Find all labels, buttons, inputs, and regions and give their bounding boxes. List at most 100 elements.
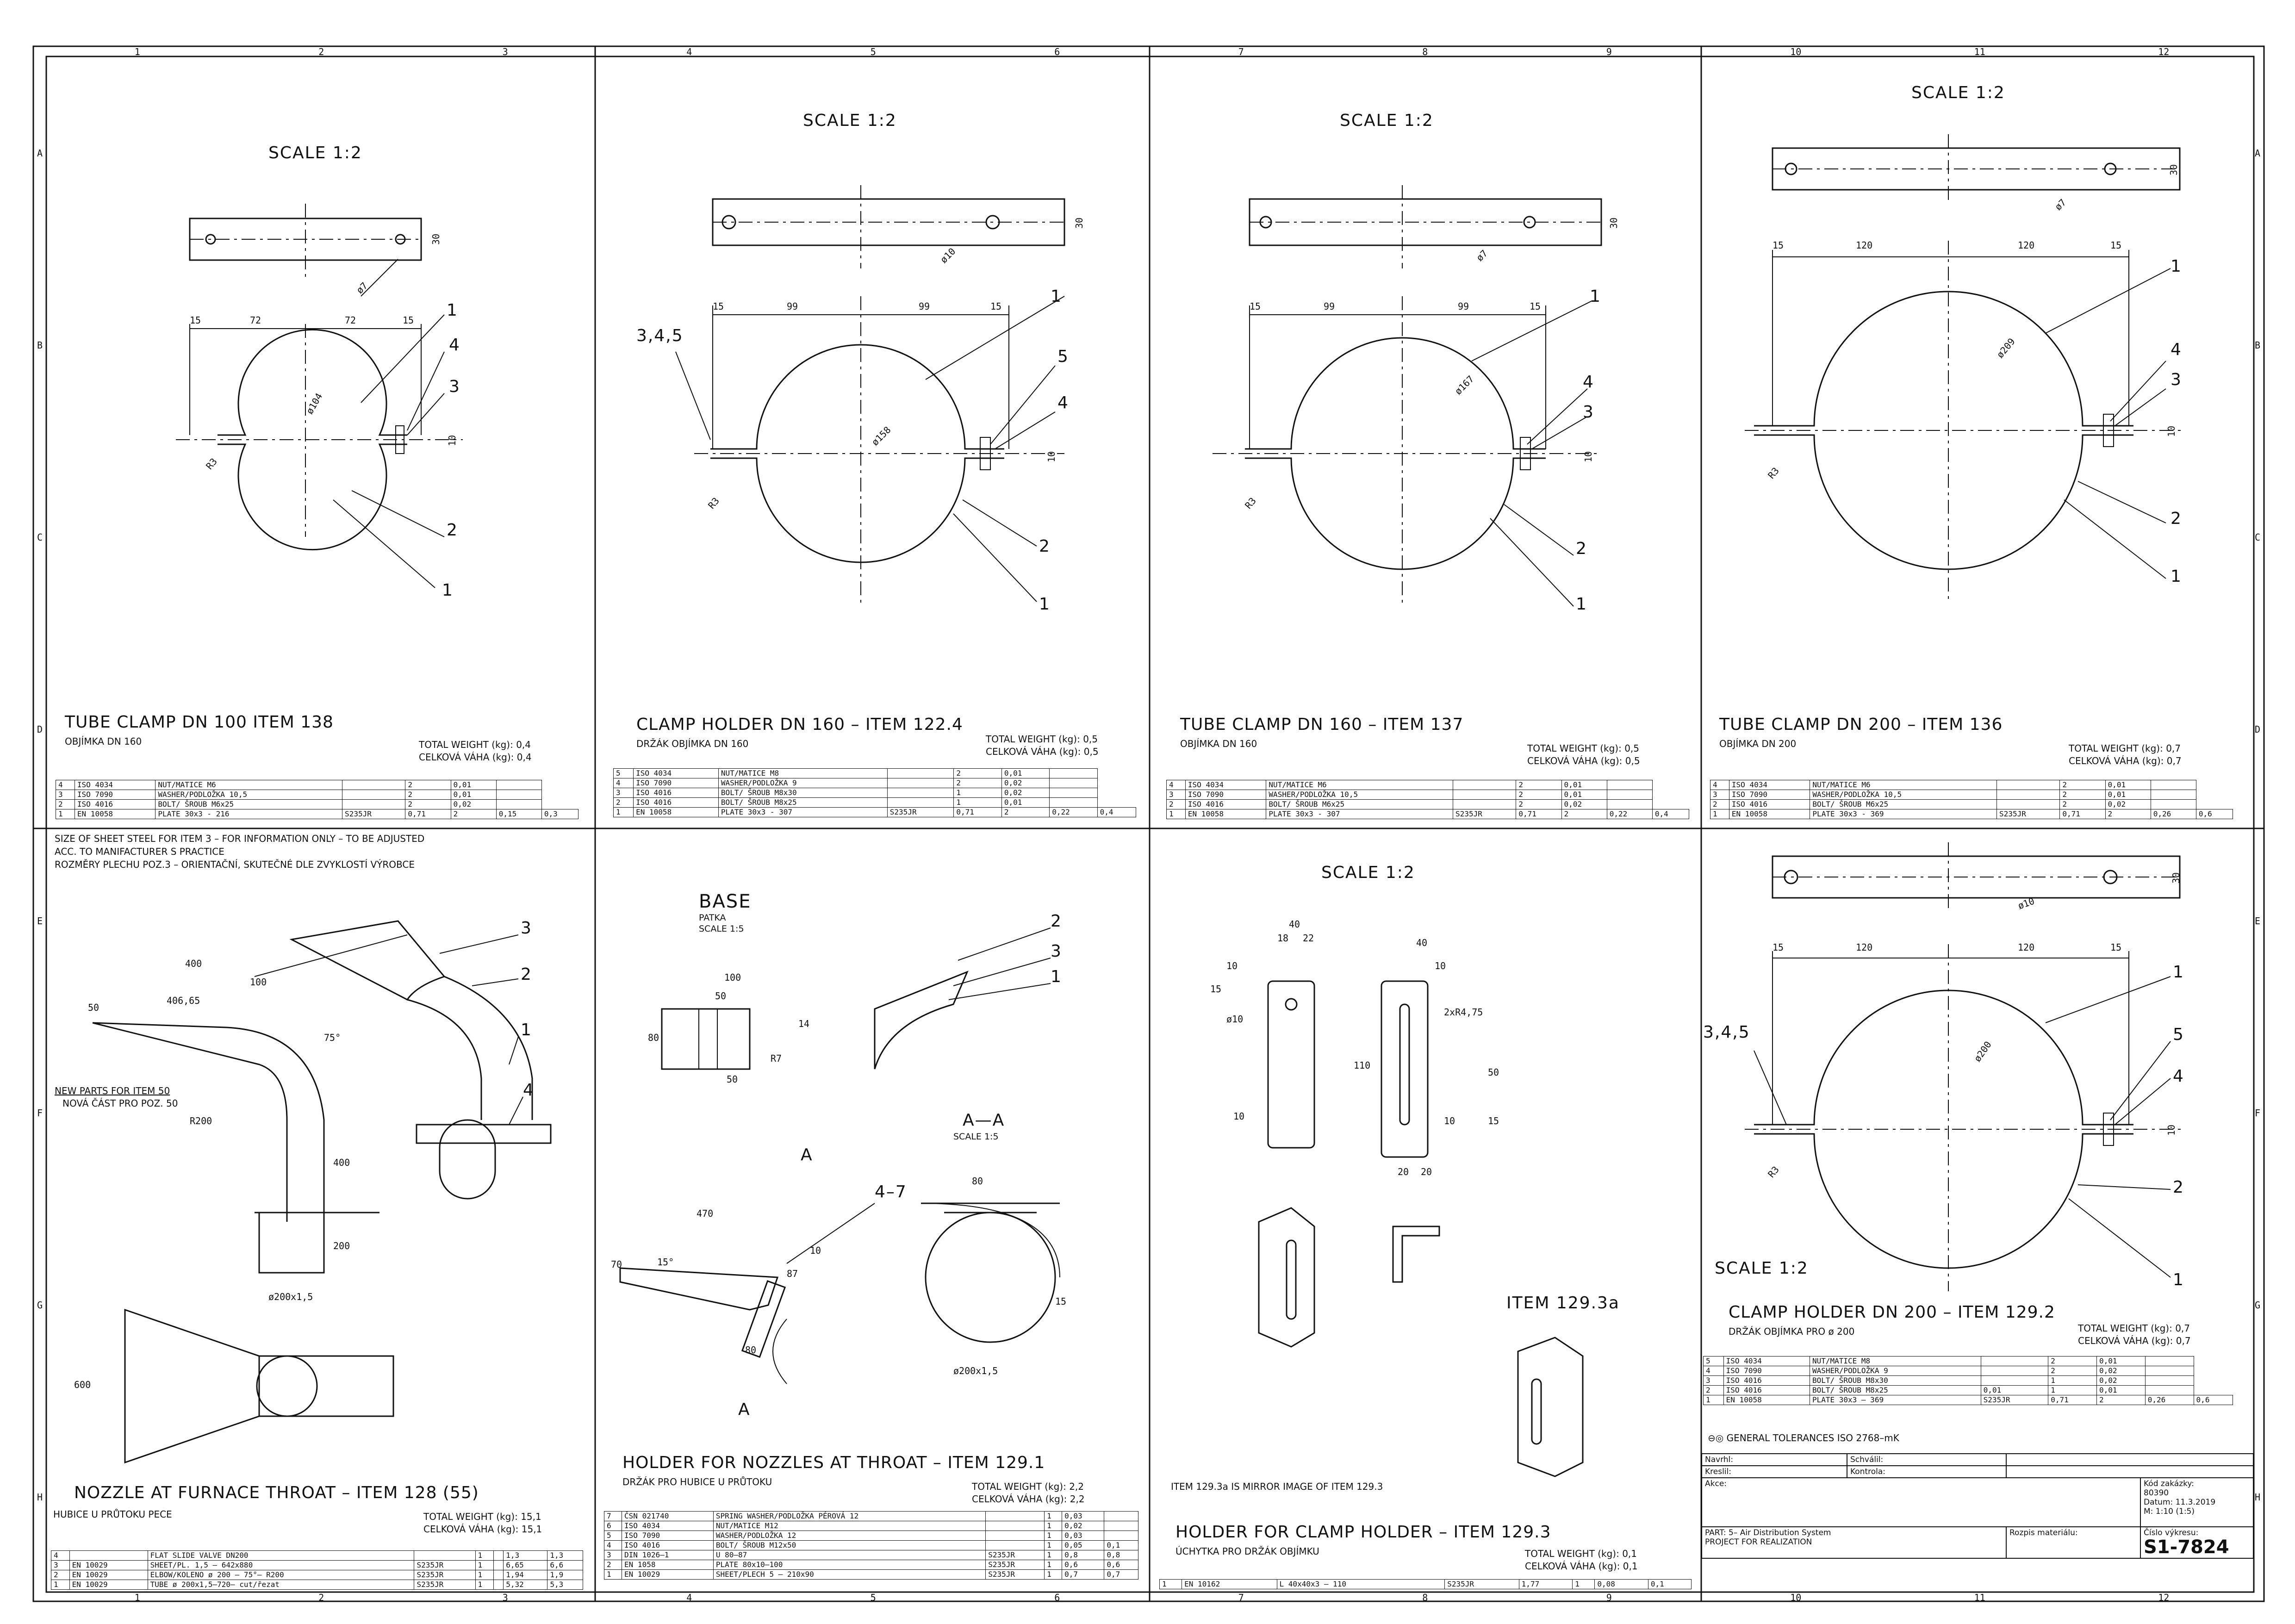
bom-cell: NUT/MATICE M12 <box>713 1521 986 1531</box>
bom-cell: 6 <box>603 1521 622 1531</box>
p5-dim-100: 100 <box>250 977 267 988</box>
tb-kontrola: Kontrola: <box>1847 1465 2007 1478</box>
bom-cell <box>2145 1356 2194 1366</box>
p7-dim-10c: 10 <box>1233 1111 1245 1122</box>
p5-nozzle-tube <box>258 1212 325 1274</box>
bom-cell <box>887 768 954 778</box>
p2-dim-15b: 15 <box>990 301 1002 312</box>
bom-cell: 0,01 <box>2096 1385 2146 1395</box>
bom-cell: EN 10029 <box>622 1569 714 1580</box>
bom-cell <box>1980 1375 2049 1386</box>
tb-part: PART: 5– Air Distribution System PROJECT… <box>1701 1526 2007 1559</box>
p8-scale: SCALE 1:2 <box>1715 1259 1809 1278</box>
tb-datum: Datum: 11.3.2019 <box>2144 1498 2216 1507</box>
p6-base-plate <box>661 1008 751 1070</box>
bom-cell: EN 1058 <box>622 1560 714 1570</box>
p4-ref-3: 3 <box>2171 370 2182 389</box>
bom-cell: SPRING WASHER/PODLOŽKA PÉROVÁ 12 <box>713 1511 986 1521</box>
bom-cell: EN 10058 <box>1185 809 1267 819</box>
tb-cislo-value: S1-7824 <box>2144 1537 2229 1558</box>
p7-angle-top <box>1392 1226 1440 1283</box>
bom-cell: BOLT/ ŠROUB M8x25 <box>718 797 888 808</box>
p2-weight-cz: CELKOVÁ VÁHA (kg): 0,5 <box>986 746 1099 757</box>
p5-dim-r200: R200 <box>190 1115 212 1126</box>
bom-cell <box>985 1521 1045 1531</box>
p6-weight-cz: CELKOVÁ VÁHA (kg): 2,2 <box>972 1493 1085 1505</box>
bom-cell: 0,03 <box>1062 1531 1105 1541</box>
bom-cell <box>985 1511 1045 1521</box>
p7-dim-40b: 40 <box>1416 937 1428 948</box>
bom-cell: NUT/MATICE M8 <box>1809 1356 1981 1366</box>
p2-clamp-upper <box>710 344 1004 450</box>
bom-cell: ISO 4016 <box>633 788 719 798</box>
bom-cell: 4 <box>1166 780 1186 790</box>
bom-cell: 2 <box>51 1570 70 1580</box>
bom-cell: ISO 7090 <box>1723 1366 1810 1376</box>
bom-cell: 1 <box>1572 1579 1595 1589</box>
bom-cell: 0,22 <box>1606 809 1653 819</box>
bom-cell: ISO 7090 <box>74 790 156 800</box>
p7-dim-20a: 20 <box>1398 1166 1409 1177</box>
bom-cell: 2 <box>1710 799 1729 809</box>
bom-cell: 1 <box>953 788 1002 798</box>
p1-dim-10: 10 <box>447 435 458 447</box>
bom-cell: 2 <box>2096 1395 2146 1405</box>
bom-cell: 0,71 <box>2048 1395 2097 1405</box>
bom-cell: NUT/MATICE M8 <box>718 768 888 778</box>
p8-ref-1a: 1 <box>2173 963 2184 982</box>
p6-dim-80b: 80 <box>745 1344 757 1356</box>
tb-part-line2: PROJECT FOR REALIZATION <box>1705 1537 1812 1547</box>
p7-subtitle: ÚCHYTKA PRO DRŽÁK OBJÍMKU <box>1175 1546 1319 1557</box>
p8-title: CLAMP HOLDER DN 200 – ITEM 129.2 <box>1729 1303 2055 1322</box>
bom-cell: 2 <box>405 790 451 800</box>
p2-title: CLAMP HOLDER DN 160 – ITEM 122.4 <box>636 715 963 734</box>
bom-cell: PLATE 80x10–100 <box>713 1560 986 1570</box>
p8-dim-10: 10 <box>2166 1124 2177 1136</box>
p1-dim-30: 30 <box>430 233 442 245</box>
bom-cell: 0,6 <box>2193 1395 2233 1405</box>
p5-weight-cz: CELKOVÁ VÁHA (kg): 15,1 <box>423 1524 542 1535</box>
p1-ref-1b: 1 <box>442 581 454 600</box>
p8-ref-2: 2 <box>2173 1178 2184 1197</box>
p4-dim-15a: 15 <box>1773 240 1784 251</box>
bom-cell: 3 <box>1710 790 1729 800</box>
bom-cell: S235JR <box>1444 1579 1519 1589</box>
p3-ref-2: 2 <box>1576 539 1587 558</box>
bom-cell <box>1104 1521 1138 1531</box>
bom-cell: S235JR <box>1996 809 2060 819</box>
p6-ref-3: 3 <box>1051 942 1062 961</box>
bom-cell <box>496 799 542 809</box>
drawing-p2 <box>675 185 1065 606</box>
bom-cell: 1,3 <box>503 1550 548 1561</box>
p3-title: TUBE CLAMP DN 160 – ITEM 137 <box>1180 715 1464 734</box>
bom-cell: 1 <box>475 1550 494 1561</box>
border-number: 3 <box>502 1592 508 1603</box>
p2-ref-5: 5 <box>1057 347 1069 366</box>
bom-cell: S235JR <box>414 1560 476 1570</box>
bom-cell: SHEET/PLECH 5 – 210x90 <box>713 1569 986 1580</box>
bom-cell: 1 <box>1044 1540 1063 1550</box>
bom-cell: 1 <box>1166 809 1186 819</box>
p5-tube-side <box>258 1355 394 1417</box>
bom-cell: WASHER/PODLOŽKA 10,5 <box>155 790 343 800</box>
p5-funnel-side <box>124 1308 260 1464</box>
p6-section-a-bottom: A <box>738 1400 751 1419</box>
p5-title: NOZZLE AT FURNACE THROAT – ITEM 128 (55) <box>74 1483 479 1502</box>
border-letter: A <box>37 148 43 159</box>
bom-cell: 5,3 <box>547 1580 583 1590</box>
bom-cell <box>493 1560 504 1570</box>
p1-weight-en: TOTAL WEIGHT (kg): 0,4 <box>419 739 531 750</box>
bom-cell <box>2145 1366 2194 1376</box>
bom-cell: 5,32 <box>503 1580 548 1590</box>
p1-ref-1a: 1 <box>447 301 458 320</box>
bom-cell: EN 10029 <box>69 1580 148 1590</box>
p8-dim-15a: 15 <box>1773 942 1784 953</box>
bom-cell <box>1980 1356 2049 1366</box>
